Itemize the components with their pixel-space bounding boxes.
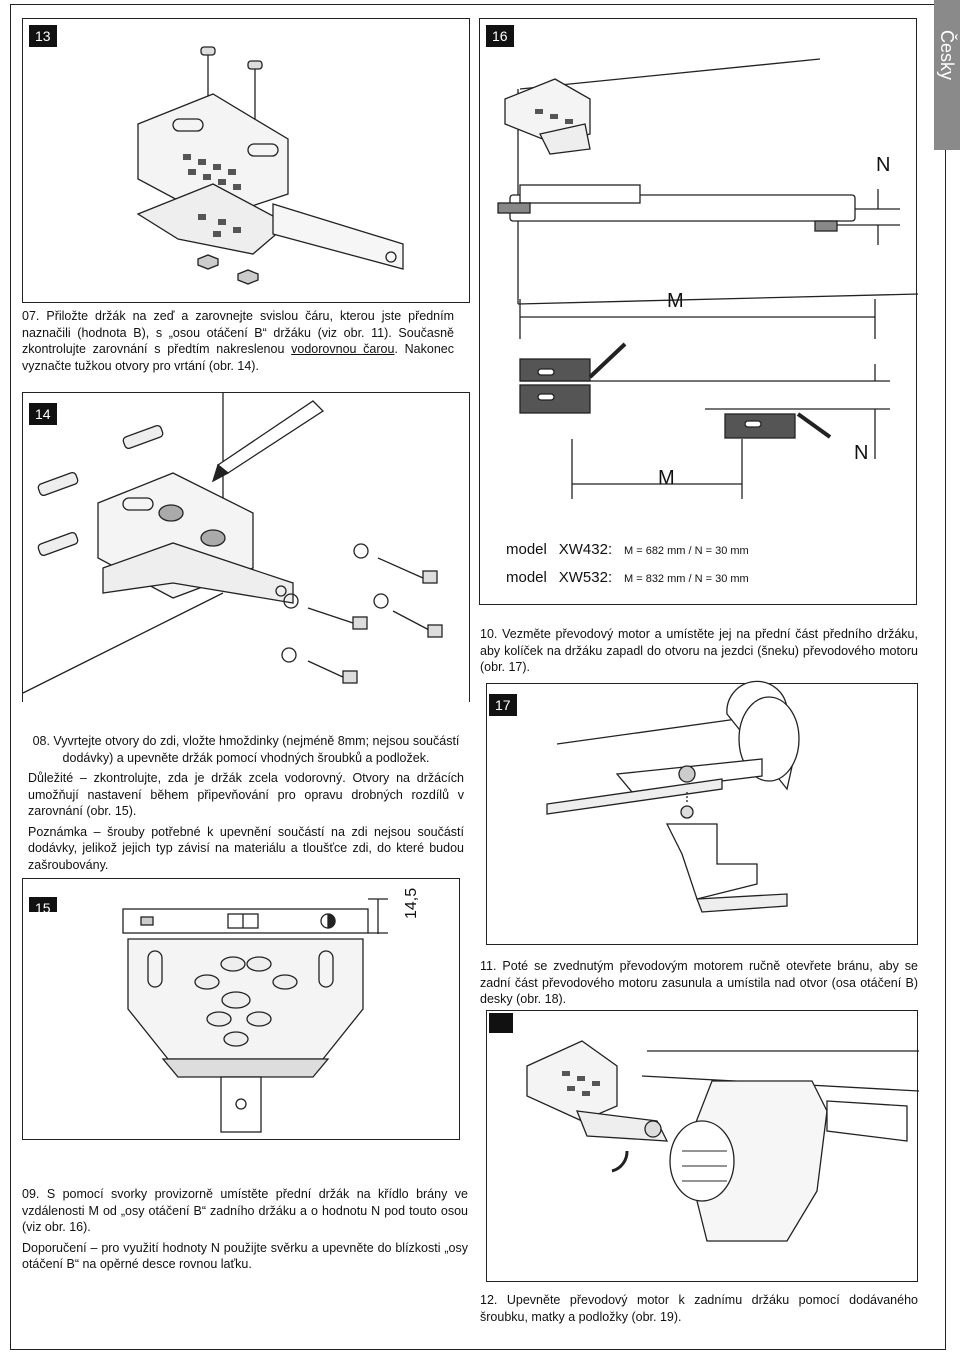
figure-15: 15 — [22, 878, 460, 1140]
figure-16: 16 — [479, 18, 919, 605]
page-frame — [10, 4, 946, 1350]
step-07-tail: . Nakonec vyznačte tužkou otvory pro vrt… — [22, 342, 454, 373]
step-12-text: 12. Upevněte převodový motor k zadnímu d… — [480, 1292, 918, 1329]
figure-13-illustration — [136, 46, 404, 285]
label-n-top: N — [876, 154, 890, 176]
label-n-right: N — [854, 442, 868, 464]
figure-14-illustration — [22, 393, 443, 694]
model-2-code: XW532: — [558, 569, 613, 586]
label-m-top: M — [667, 290, 684, 312]
step-07-lead: 07. Přiložte držák na zeď a zarovnejte s… — [22, 309, 454, 356]
figure-15-dimension: 14,5 — [403, 888, 420, 919]
figure-16-number: 16 — [486, 25, 514, 47]
step-08-main: 08. Vyvrtejte otvory do zdi, vložte hmož… — [32, 734, 460, 765]
step-08-text: 08. Vyvrtejte otvory do zdi, vložte hmož… — [28, 733, 464, 877]
model-1-label: model — [506, 541, 547, 558]
figure-17-number: 17 — [489, 694, 517, 716]
model-1-values: M = 682 mm / N = 30 mm — [624, 545, 749, 557]
model-2-values: M = 832 mm / N = 30 mm — [624, 573, 749, 585]
step-10-text: 10. Vezměte převodový motor a umístěte j… — [480, 626, 918, 680]
figure-13: 13 — [22, 18, 470, 303]
step-07-text: 07. Přiložte držák na zeď a zarovnejte s… — [22, 308, 454, 378]
figure-15-number: 15 — [29, 897, 57, 912]
figure-14: 14 — [22, 392, 470, 702]
step-08-important: Důležité – zkontrolujte, zda je držák zc… — [28, 771, 464, 818]
step-11-text: 11. Poté se zvednutým převodovým motorem… — [480, 958, 918, 1012]
step-09-recommend: Doporučení – pro využití hodnoty N použi… — [22, 1240, 468, 1272]
step-08-note: Poznámka – šrouby potřebné k upevnění so… — [28, 824, 464, 872]
step-11-main: 11. Poté se zvednutým převodovým motorem… — [480, 959, 918, 1006]
step-07-underlined: vodorovnou čarou — [291, 342, 395, 356]
model-2-label: model — [506, 569, 547, 586]
figure-18 — [486, 1010, 920, 1282]
model-row-1: model XW432: M = 682 mm / N = 30 mm — [506, 541, 749, 558]
step-09-main: 09. S pomocí svorky provizorně umístěte … — [22, 1187, 468, 1234]
figure-18-illustration — [526, 1040, 920, 1242]
figure-18-number-block — [489, 1013, 513, 1033]
label-m-bottom: M — [658, 467, 675, 489]
figure-14-number: 14 — [29, 403, 57, 425]
figure-17: 17 — [486, 680, 918, 945]
figure-17-illustration — [546, 680, 800, 913]
figure-13-number: 13 — [29, 25, 57, 47]
model-row-2: model XW532: M = 832 mm / N = 30 mm — [506, 569, 749, 586]
step-12-main: 12. Upevněte převodový motor k zadnímu d… — [480, 1293, 918, 1324]
figure-16-illustration: N M N M — [497, 58, 919, 499]
step-09-text: 09. S pomocí svorky provizorně umístěte … — [22, 1186, 468, 1277]
step-10-main: 10. Vezměte převodový motor a umístěte j… — [480, 627, 918, 674]
figure-15-illustration: 14,5 — [122, 888, 420, 1133]
language-tab-label: Česky — [937, 30, 957, 81]
model-1-code: XW432: — [558, 541, 613, 558]
language-tab: Česky — [934, 0, 960, 150]
